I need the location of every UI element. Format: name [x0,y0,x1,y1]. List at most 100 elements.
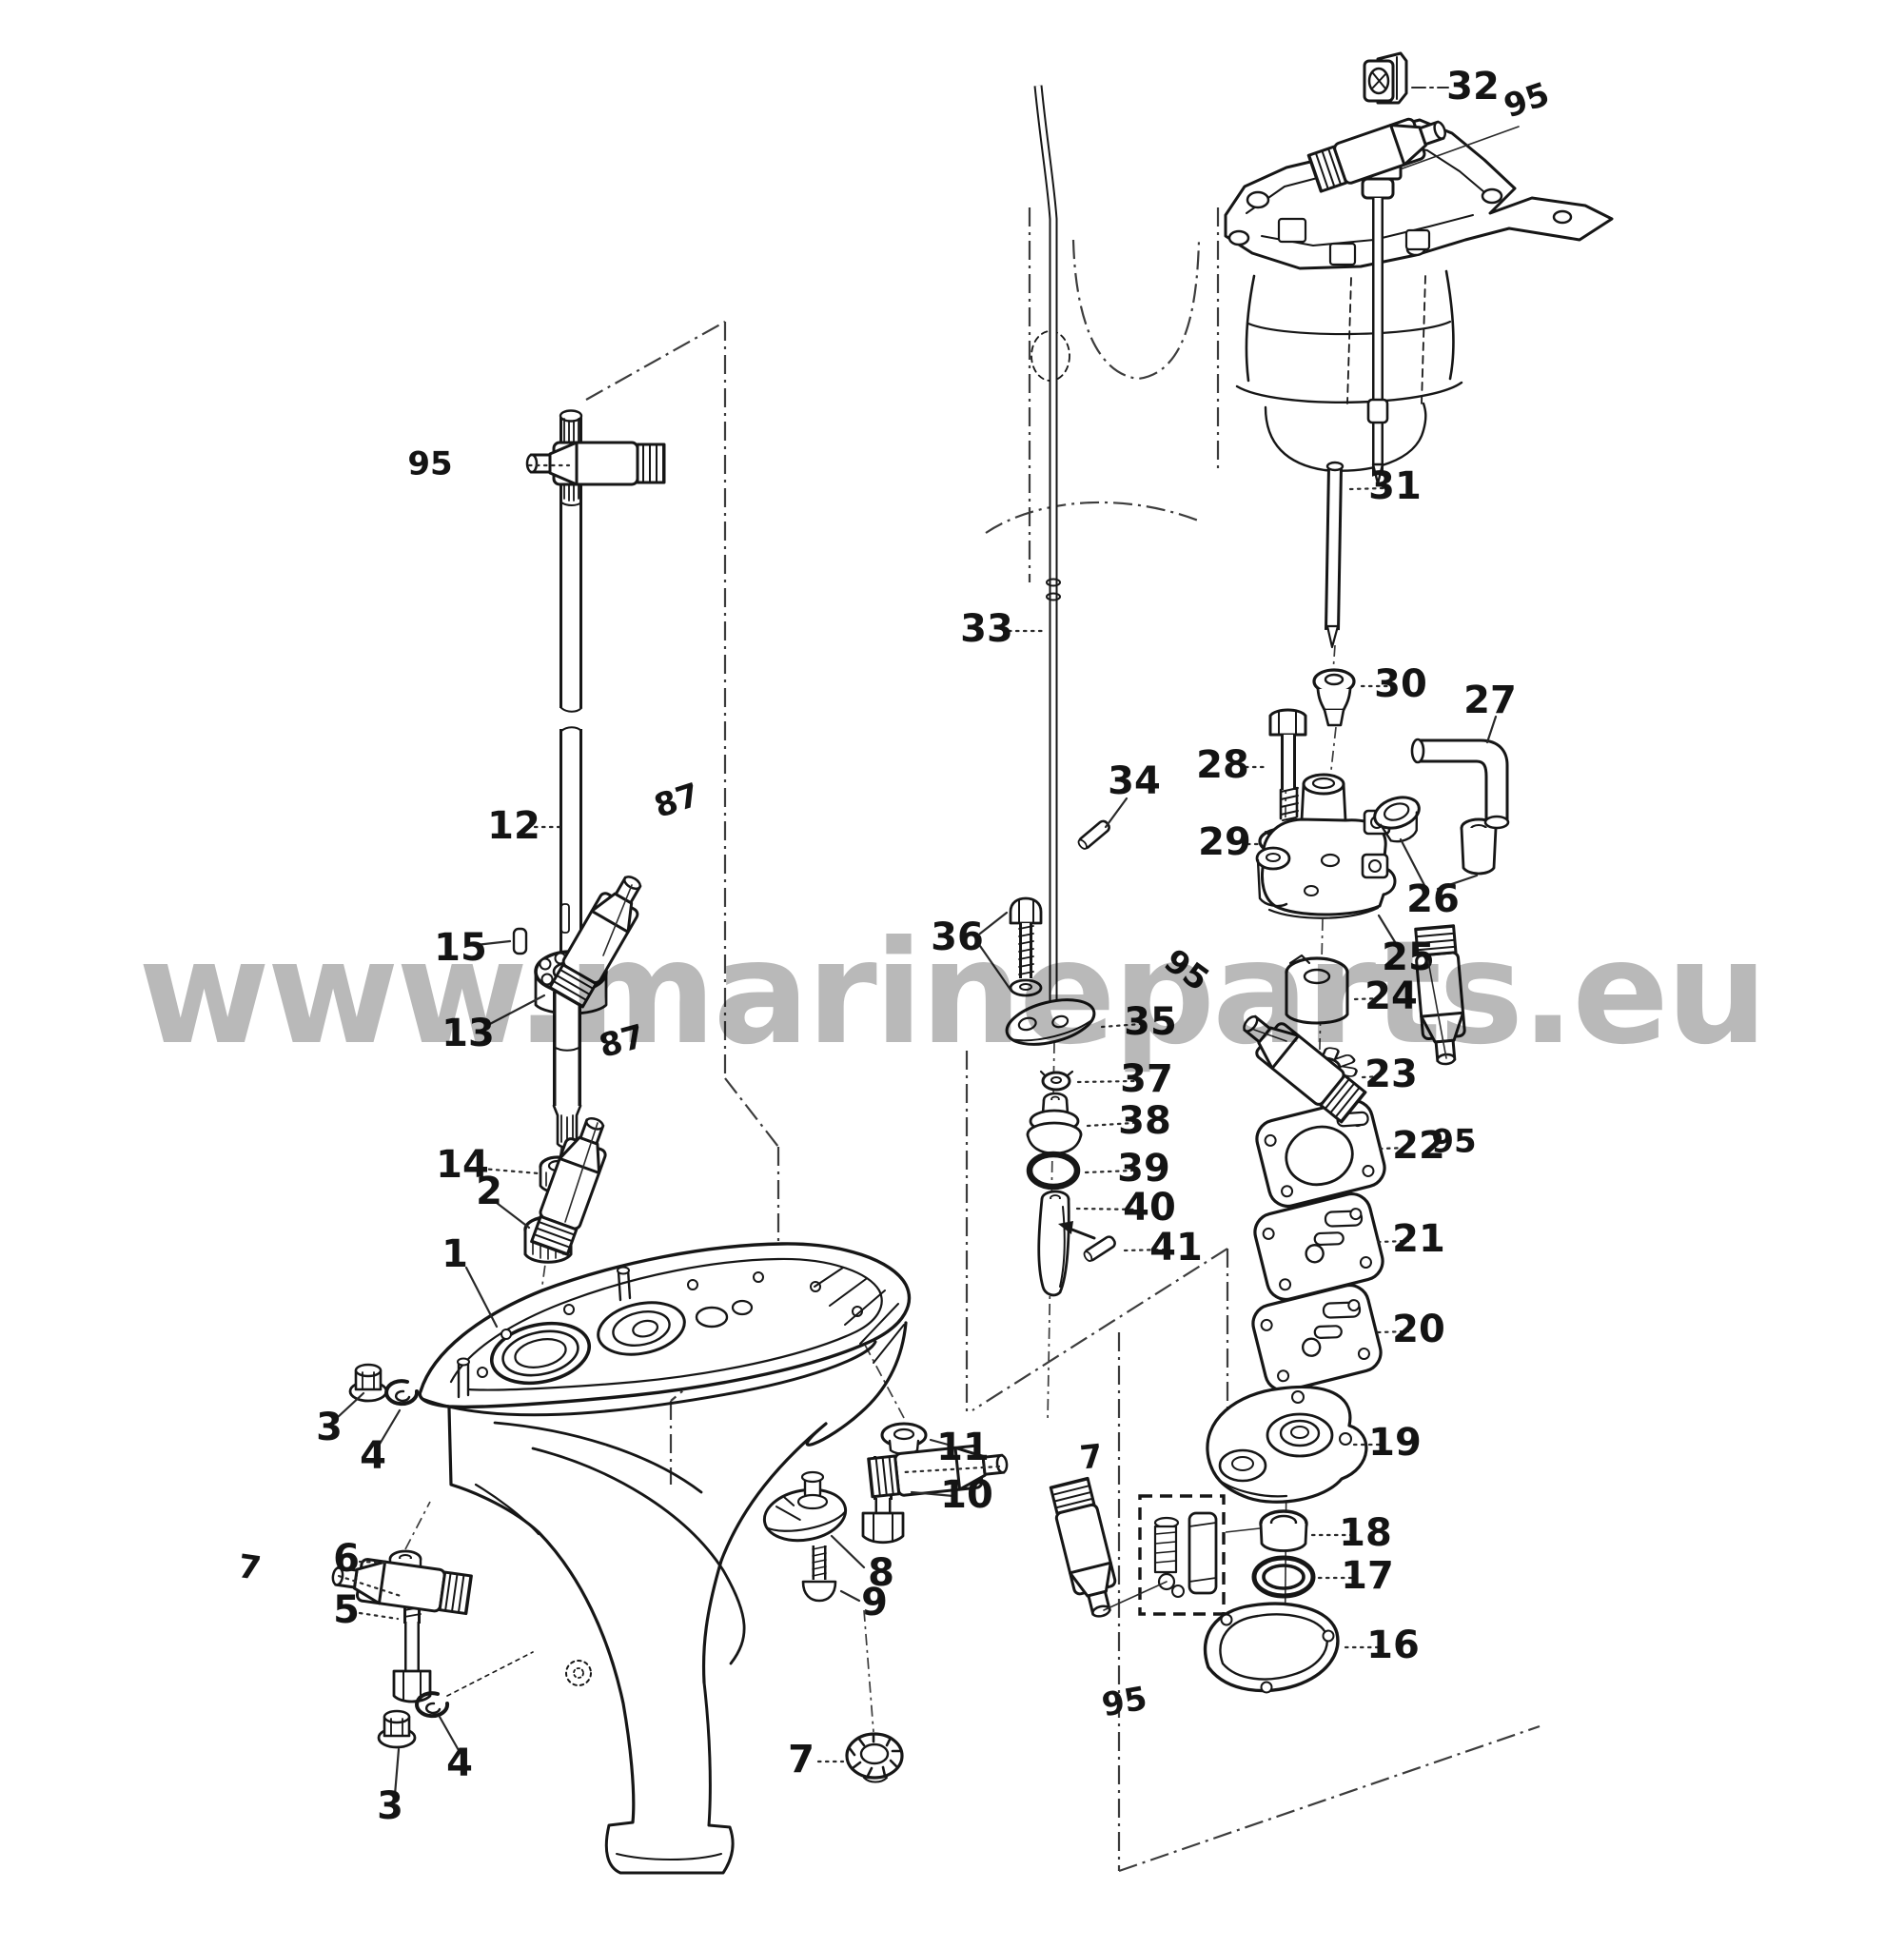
leader-line-26-33b [1436,874,1479,891]
callout-95-22: 95 [1099,1680,1150,1725]
callout-23-30: 23 [1364,1053,1418,1096]
leader-line-15-3 [474,939,512,947]
callout-39-48: 39 [1117,1147,1170,1191]
callout-6-12: 6 [333,1537,360,1581]
part-1-gearcase-housing [418,1242,912,1875]
part-3-nut-upper [348,1363,388,1403]
part-32-nut [1363,51,1408,105]
callout-12-1: 12 [487,804,540,848]
leader-line-4-15 [438,1715,461,1754]
leader-line-95-22 [1103,1581,1168,1611]
leader-line-35-45 [1100,1022,1143,1029]
part-39-oring [1026,1151,1081,1191]
part-27-hose [1410,738,1510,830]
callout-3-9: 3 [316,1406,343,1449]
part-4-washer-upper [384,1379,420,1407]
callout-25-32: 25 [1382,935,1435,979]
shift-shaft-group [1005,85,1116,1297]
part-36-screw [1009,896,1043,997]
leader-line-31-38 [1348,486,1385,491]
phantom-lines [585,207,1541,1873]
callout-26-33: 26 [1406,877,1460,921]
part-22-gasket [1255,1099,1386,1208]
leader-line-95-51 [1427,960,1447,1059]
leader-line-9-20 [839,1589,861,1603]
callout-8-19: 8 [868,1551,894,1595]
callout-14-6: 14 [436,1143,489,1187]
part-15-pin [512,927,528,955]
leader-line-22-29 [1378,1146,1410,1151]
callout-36-43: 36 [931,915,984,959]
callout-17-24: 17 [1341,1554,1394,1598]
leader-line-6-12 [358,1560,388,1565]
part-9-screw [801,1545,837,1603]
tube-95-bottom [1047,1476,1125,1623]
callout-18-25: 18 [1339,1511,1392,1555]
part-19-pump-base [1206,1385,1368,1504]
part-12-driveshaft-lower [552,992,582,1150]
callout-24-31: 24 [1364,974,1418,1018]
pump-column [1138,461,1510,1694]
leader-line-40-49 [1075,1207,1141,1211]
callout-10-17: 10 [940,1473,993,1517]
powerhead-base [1224,51,1614,485]
callout-9-20: 9 [861,1581,888,1624]
part-16-gasket [1203,1602,1340,1694]
callout-22-29: 22 [1392,1124,1445,1168]
part-8-anode-plate [762,1470,848,1543]
leader-line-36-43b [978,944,1012,992]
part-35-cam-plate [1005,998,1096,1046]
callout-13-4: 13 [442,1012,495,1055]
leader-line-1-8 [464,1266,499,1329]
leader-line-3-9 [335,1391,365,1420]
part-7-pinion-nut [845,1732,904,1783]
callout-31-38: 31 [1368,464,1422,508]
leader-line-36-43 [978,911,1009,935]
part-30-grommet [1312,668,1356,727]
leader-line-23-30 [1361,1074,1383,1079]
tube-95-top-left [525,441,666,486]
bearing-detail-box [1138,1494,1261,1616]
callout-3-14: 3 [377,1784,403,1828]
leader-line-3-14 [393,1747,401,1797]
part-4-washer-lower [415,1691,450,1719]
callout-34-42: 34 [1108,759,1161,803]
callout-27-34: 27 [1463,679,1517,722]
leader-line-27-34 [1485,715,1498,744]
part-41-pin [1083,1235,1116,1262]
leader-line-5-13 [358,1611,400,1621]
part-11-washer [880,1422,928,1455]
part-40-cam [1037,1190,1070,1297]
callout-21-28: 21 [1392,1217,1445,1261]
leader-line-8-19 [830,1534,866,1569]
leader-line-7-11 [337,1574,405,1599]
part-12-driveshaft [559,409,583,952]
leader-line-4-10 [377,1408,402,1447]
callout-30-37: 30 [1374,662,1427,706]
part-21-plate [1253,1192,1384,1301]
part-25-pump-housing [1255,773,1397,919]
callout-7-18: 7 [1078,1437,1105,1477]
callout-38-47: 38 [1118,1099,1171,1143]
leader-line-87-2 [602,884,633,956]
leader-line-7-18 [902,1465,1001,1474]
part-37-washer [1039,1070,1074,1092]
part-24-insert-cup [1285,954,1349,1025]
callout-5-13: 5 [333,1588,360,1632]
callout-1-8: 1 [442,1232,468,1276]
callout-19-26: 19 [1368,1421,1422,1465]
callout-87-2: 87 [650,776,704,826]
watermark: www.marineparts.eu [138,911,1765,1076]
leader-line-2-7 [495,1201,531,1230]
leader-line-25-32 [1377,914,1402,952]
part-18-seal [1259,1509,1308,1552]
leader-line-26-33 [1399,837,1428,891]
part-33-shift-shaft [1033,85,1061,1001]
callout-7-21: 7 [788,1738,815,1782]
leader-line-20-27 [1376,1329,1410,1334]
leader-line-95-44 [1253,1029,1287,1042]
callout-32-40: 32 [1446,65,1500,108]
